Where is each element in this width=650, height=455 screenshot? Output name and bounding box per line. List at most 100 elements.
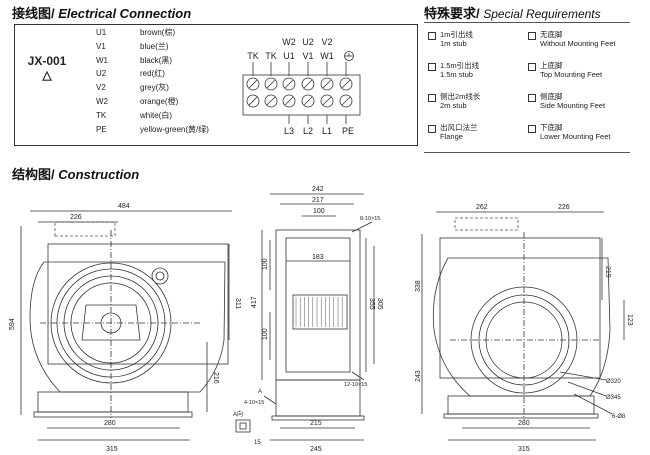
wiring-box bbox=[14, 24, 418, 146]
terminal-screws bbox=[246, 62, 353, 124]
special-option-en: Without Mounting Feet bbox=[540, 39, 616, 48]
side-dim-100a: 100 bbox=[262, 258, 269, 270]
rear-leader-320 bbox=[559, 371, 607, 381]
rear-outlet-dashed bbox=[454, 217, 519, 231]
a-view-detail bbox=[235, 419, 251, 433]
terminal-screw bbox=[246, 94, 260, 108]
terminal-screw-slot bbox=[284, 96, 294, 106]
delta-symbol: △ bbox=[42, 68, 52, 82]
special-option-cn: 1m引出线 bbox=[440, 30, 473, 39]
rear-dim-226: 226 bbox=[558, 204, 570, 211]
side-impeller-blades bbox=[295, 297, 343, 327]
special-option-en: Top Mounting Feet bbox=[540, 70, 603, 79]
terminal-body bbox=[242, 74, 361, 116]
special-option-checkbox[interactable] bbox=[528, 125, 536, 133]
special-option-checkbox[interactable] bbox=[428, 32, 436, 40]
terminal-screw bbox=[264, 77, 278, 91]
front-foot-plate bbox=[33, 411, 193, 418]
terminal-bottom-label: PE bbox=[342, 126, 354, 136]
rear-outlet-frame bbox=[439, 237, 601, 379]
special-option-checkbox[interactable] bbox=[528, 63, 536, 71]
model-label: JX-001 △ bbox=[20, 54, 74, 82]
wire-color: brown(棕) bbox=[140, 28, 176, 37]
terminal-top-label: V1 bbox=[302, 51, 313, 61]
special-option-en: 1m stub bbox=[440, 39, 467, 48]
terminal-screw-slot bbox=[341, 79, 351, 89]
terminal-screw bbox=[282, 77, 296, 91]
wire-code: U2 bbox=[96, 69, 107, 79]
a-view-slot bbox=[239, 422, 247, 430]
electrical-title-cn: 接线图/ bbox=[12, 6, 55, 21]
terminal-screw bbox=[282, 94, 296, 108]
special-option-en: Lower Mounting Feet bbox=[540, 132, 611, 141]
terminal-top-label: U1 bbox=[283, 51, 295, 61]
construction-title-cn: 结构图/ bbox=[12, 167, 55, 182]
special-option-cn: 出风口法兰 bbox=[440, 123, 478, 132]
model-code: JX-001 bbox=[27, 54, 67, 68]
terminal-screw bbox=[320, 77, 334, 91]
terminal-top-label: TK bbox=[265, 51, 277, 61]
terminal-bottom-label: L2 bbox=[303, 126, 313, 136]
front-dim-484: 484 bbox=[118, 203, 130, 210]
terminal-screw-slot bbox=[266, 79, 276, 89]
side-frame-inner bbox=[285, 237, 351, 373]
rear-dim-338: 338 bbox=[415, 280, 422, 292]
front-outlet-dashed bbox=[54, 221, 116, 237]
side-leader-a bbox=[263, 395, 277, 405]
special-option-cn: 下底脚 bbox=[540, 123, 563, 132]
terminal-upper-label: V2 bbox=[321, 37, 332, 47]
side-a-view: A向 bbox=[233, 410, 243, 418]
terminal-screw-slot bbox=[248, 96, 258, 106]
front-cable-gland bbox=[151, 267, 169, 285]
side-dim-15: 15 bbox=[254, 440, 261, 446]
front-housing bbox=[29, 261, 226, 393]
terminal-screw-slot bbox=[303, 96, 313, 106]
rear-dim-219: 219 bbox=[604, 266, 611, 278]
wire-code: V1 bbox=[96, 41, 106, 51]
front-motor-plate bbox=[81, 304, 141, 341]
special-option-checkbox[interactable] bbox=[428, 125, 436, 133]
rear-dim-phi345: Ø345 bbox=[606, 395, 621, 401]
terminal-screw bbox=[339, 94, 353, 108]
side-dim-417: 417 bbox=[251, 296, 258, 308]
special-option-checkbox[interactable] bbox=[428, 94, 436, 102]
front-dim-315: 315 bbox=[106, 446, 118, 453]
front-dim-280: 280 bbox=[104, 420, 116, 427]
side-a-mark: A bbox=[258, 389, 262, 395]
special-option-en: 2m stub bbox=[440, 101, 467, 110]
special-title-cn: 特殊要求/ bbox=[424, 6, 480, 21]
side-dim-355: 355 bbox=[368, 298, 375, 310]
wire-color: grey(灰) bbox=[140, 83, 169, 93]
wire-color: black(黑) bbox=[140, 55, 173, 65]
side-dim-245: 245 bbox=[310, 446, 322, 453]
ground-icon bbox=[344, 51, 354, 61]
terminal-screw-slot bbox=[303, 79, 313, 89]
rear-leader-6-8 bbox=[573, 393, 613, 415]
wire-code: PE bbox=[96, 124, 107, 134]
wire-color: white(白) bbox=[140, 110, 173, 120]
rear-view bbox=[421, 211, 625, 441]
wire-code: V2 bbox=[96, 83, 106, 93]
terminal-screw bbox=[301, 94, 315, 108]
terminal-top-label: TK bbox=[247, 51, 259, 61]
side-dim-100: 100 bbox=[313, 208, 325, 215]
rear-foot bbox=[447, 395, 595, 415]
rear-dim-315: 315 bbox=[518, 446, 530, 453]
side-dim-8-10x15: 8-10×15 bbox=[360, 216, 380, 222]
special-option-checkbox[interactable] bbox=[428, 63, 436, 71]
wire-code: W1 bbox=[96, 55, 108, 65]
terminal-screw-slot bbox=[284, 79, 294, 89]
terminal-screw-slot bbox=[341, 96, 351, 106]
terminal-bottom-label: L1 bbox=[322, 126, 332, 136]
special-option-checkbox[interactable] bbox=[528, 32, 536, 40]
side-dim-242: 242 bbox=[312, 186, 324, 193]
special-option-checkbox[interactable] bbox=[528, 94, 536, 102]
rear-dim-262: 262 bbox=[476, 204, 488, 211]
front-cable-gland-inner bbox=[155, 271, 165, 281]
